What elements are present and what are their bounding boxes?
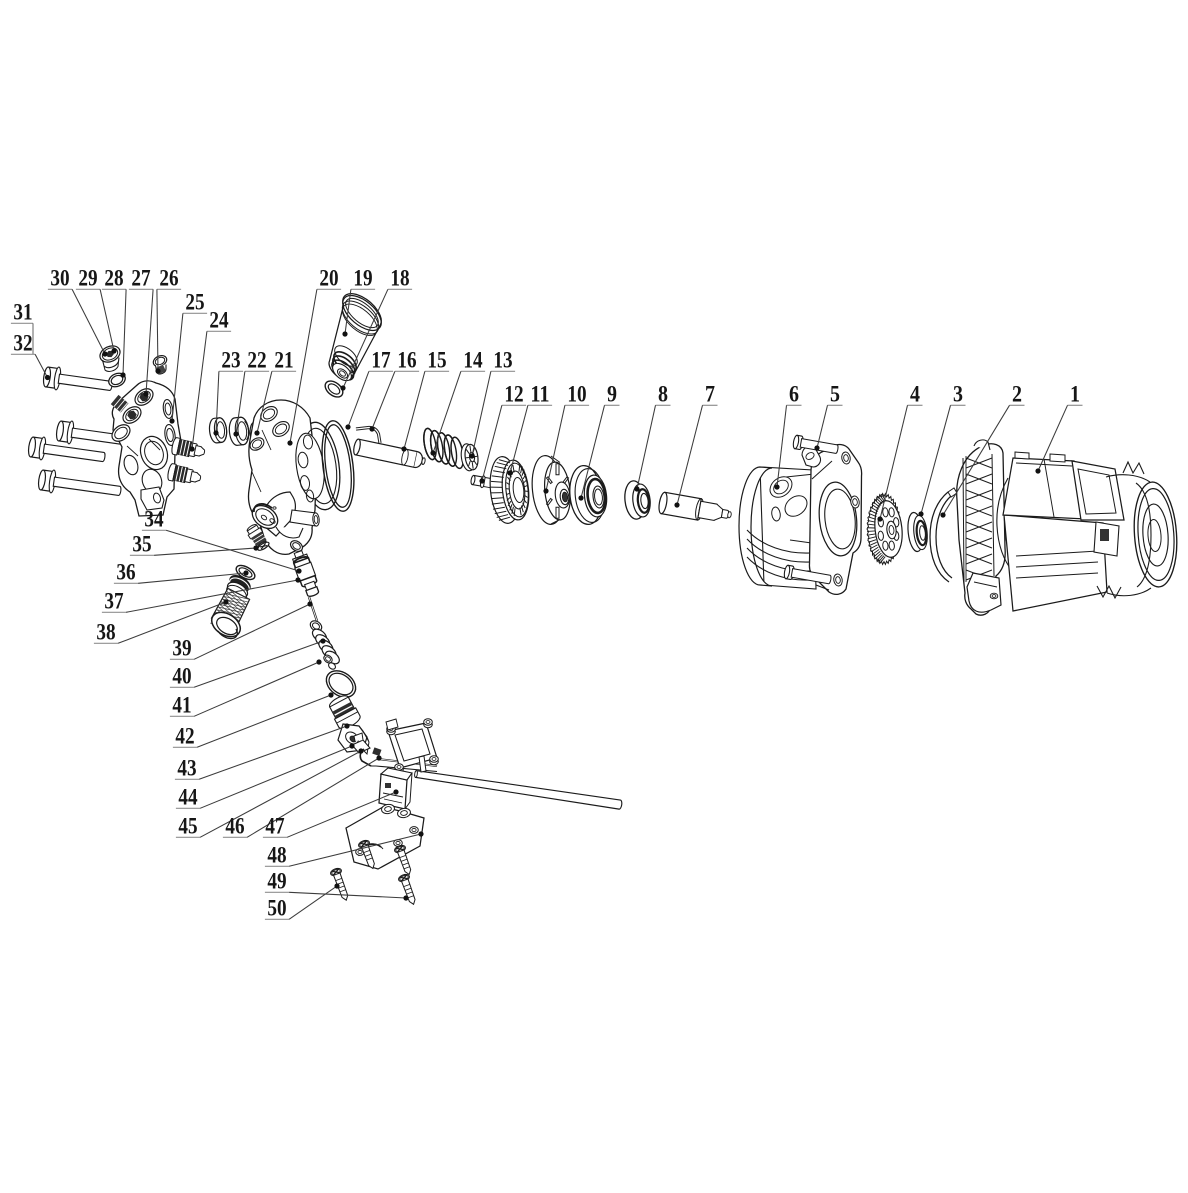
svg-text:14: 14 bbox=[463, 348, 483, 374]
svg-text:2: 2 bbox=[1012, 382, 1022, 408]
svg-text:3: 3 bbox=[953, 382, 963, 408]
svg-text:9: 9 bbox=[607, 382, 617, 408]
svg-text:50: 50 bbox=[267, 896, 286, 922]
svg-text:37: 37 bbox=[104, 589, 124, 615]
svg-text:35: 35 bbox=[132, 532, 151, 558]
svg-text:11: 11 bbox=[530, 382, 549, 408]
svg-text:4: 4 bbox=[910, 382, 920, 408]
svg-text:5: 5 bbox=[830, 382, 840, 408]
svg-text:24: 24 bbox=[209, 308, 229, 334]
svg-text:41: 41 bbox=[172, 693, 191, 719]
svg-text:30: 30 bbox=[50, 266, 69, 292]
svg-text:34: 34 bbox=[144, 507, 164, 533]
svg-text:47: 47 bbox=[265, 814, 285, 840]
svg-text:25: 25 bbox=[185, 290, 204, 316]
svg-text:36: 36 bbox=[116, 560, 135, 586]
svg-text:15: 15 bbox=[427, 348, 446, 374]
svg-text:39: 39 bbox=[172, 636, 191, 662]
svg-text:7: 7 bbox=[705, 382, 715, 408]
svg-text:29: 29 bbox=[78, 266, 97, 292]
svg-text:6: 6 bbox=[789, 382, 799, 408]
svg-text:42: 42 bbox=[175, 724, 194, 750]
svg-text:26: 26 bbox=[159, 266, 178, 292]
svg-text:10: 10 bbox=[567, 382, 586, 408]
svg-text:12: 12 bbox=[504, 382, 523, 408]
svg-text:8: 8 bbox=[658, 382, 668, 408]
svg-text:27: 27 bbox=[131, 266, 151, 292]
svg-text:44: 44 bbox=[178, 785, 198, 811]
svg-text:38: 38 bbox=[96, 620, 115, 646]
svg-text:43: 43 bbox=[177, 756, 196, 782]
svg-text:13: 13 bbox=[493, 348, 512, 374]
svg-text:21: 21 bbox=[274, 348, 293, 374]
svg-text:23: 23 bbox=[221, 348, 240, 374]
svg-text:48: 48 bbox=[267, 843, 286, 869]
svg-text:1: 1 bbox=[1070, 382, 1080, 408]
svg-text:31: 31 bbox=[13, 300, 32, 326]
svg-text:49: 49 bbox=[267, 869, 286, 895]
svg-text:40: 40 bbox=[172, 664, 191, 690]
svg-text:18: 18 bbox=[390, 266, 409, 292]
svg-text:22: 22 bbox=[247, 348, 266, 374]
svg-text:32: 32 bbox=[13, 331, 32, 357]
svg-text:28: 28 bbox=[104, 266, 123, 292]
svg-text:16: 16 bbox=[397, 348, 416, 374]
svg-text:46: 46 bbox=[225, 814, 244, 840]
svg-text:19: 19 bbox=[353, 266, 372, 292]
svg-text:45: 45 bbox=[178, 814, 197, 840]
svg-text:17: 17 bbox=[371, 348, 391, 374]
svg-text:20: 20 bbox=[319, 266, 338, 292]
